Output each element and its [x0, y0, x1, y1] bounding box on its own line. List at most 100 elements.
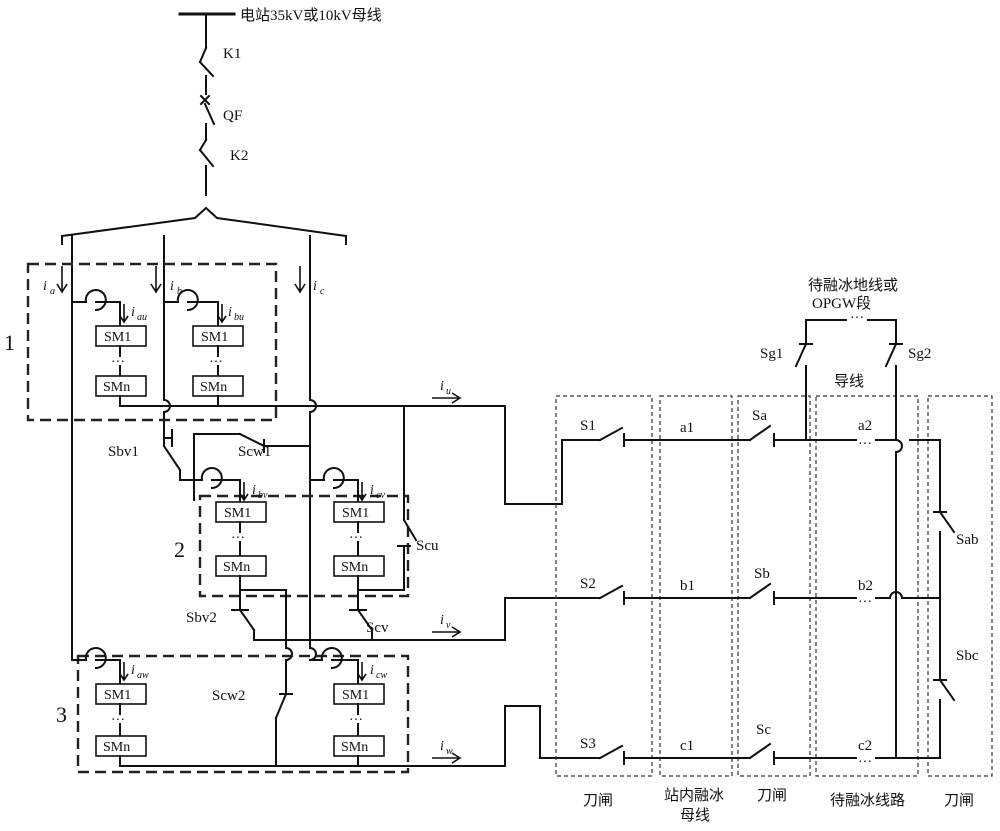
svg-text:cv: cv	[376, 490, 385, 501]
phase-brace	[61, 206, 347, 245]
scw2-switch: Scw2	[212, 589, 293, 767]
arm-aw-inductor	[84, 647, 107, 670]
sbc-blade	[938, 678, 956, 702]
group-1-number: 1	[4, 330, 15, 355]
svg-text:cw: cw	[376, 670, 387, 681]
u-output-bus: i u	[169, 379, 575, 505]
svg-text:bu: bu	[234, 312, 244, 323]
svg-text:SM1: SM1	[224, 506, 251, 521]
svg-text:SMn: SMn	[341, 560, 368, 575]
svg-text:SM1: SM1	[342, 506, 369, 521]
sg2-blade	[884, 342, 898, 368]
s2-label: S2	[580, 576, 596, 592]
svg-text:···: ···	[209, 355, 223, 370]
sb-blade	[748, 582, 772, 600]
scu-switch: Scu	[397, 405, 439, 591]
b1-label: b1	[680, 578, 695, 594]
station-bus-label: 电站35kV或10kV母线	[240, 7, 382, 24]
sbc-label: Sbc	[956, 648, 979, 664]
caption-deice-line: 待融冰线路	[830, 792, 905, 809]
scw1-blade	[238, 432, 266, 448]
caption-knife-switch-mid: 刀闸	[757, 787, 787, 804]
scv-label: Scv	[366, 620, 389, 636]
sg1-label: Sg1	[760, 346, 783, 362]
svg-text:···: ···	[858, 437, 872, 452]
svg-text:i: i	[370, 663, 374, 678]
b2-label: b2	[858, 578, 873, 594]
svg-text:···: ···	[349, 531, 363, 546]
ia-label: i	[43, 279, 47, 294]
svg-text:SM1: SM1	[104, 330, 131, 345]
sa-label: Sa	[752, 408, 767, 424]
arm-cw-inductor	[320, 647, 343, 670]
k1-switch-blade	[198, 60, 215, 78]
ground-wire-label-2: OPGW段	[812, 295, 871, 312]
svg-text:au: au	[137, 312, 147, 323]
svg-text:i: i	[370, 483, 374, 498]
sg2-label: Sg2	[908, 346, 931, 362]
k2-switch-blade	[198, 148, 215, 168]
sc-label: Sc	[756, 722, 771, 738]
sbv2-blade	[238, 608, 256, 632]
knife-switch-zone-right	[927, 395, 993, 777]
svg-text:i: i	[228, 305, 232, 320]
c1-label: c1	[680, 738, 694, 754]
svg-text:···: ···	[111, 355, 125, 370]
sab-blade	[938, 510, 956, 534]
caption-knife-switch-left: 刀闸	[583, 792, 613, 809]
ib-label: i	[170, 279, 174, 294]
ic-label: i	[313, 279, 317, 294]
svg-text:···: ···	[231, 531, 245, 546]
group-3-boundary	[76, 654, 410, 774]
svg-text:···: ···	[858, 755, 872, 770]
svg-text:a: a	[50, 286, 55, 297]
conductor-label: 导线	[834, 373, 864, 390]
phase-current-arrows: i a i b i c	[43, 266, 325, 297]
s3-blade	[598, 744, 624, 760]
arm-bv-inductor	[200, 467, 223, 490]
k2-label: K2	[230, 148, 248, 164]
knife-switch-zone-mid	[737, 395, 811, 777]
svg-text:SMn: SMn	[223, 560, 250, 575]
caption-station-bus-1: 站内融冰	[664, 787, 724, 804]
sa-blade	[748, 424, 772, 442]
sab-label: Sab	[956, 532, 979, 548]
scw2-blade	[274, 692, 288, 720]
converter-group-1: 1 i au SM1 ··· SMn i bu SM1 ··· SMn	[4, 262, 278, 422]
svg-text:···: ···	[858, 595, 872, 610]
feeder: 电站35kV或10kV母线 K1 QF K2	[61, 7, 382, 245]
group-2-lower-switches: Sbv2 Scv i v	[186, 597, 575, 641]
group-2-number: 2	[174, 537, 185, 562]
svg-text:···: ···	[111, 713, 125, 728]
svg-text:SMn: SMn	[103, 380, 130, 395]
deice-line-zone	[815, 395, 919, 777]
svg-text:i: i	[440, 739, 444, 754]
sb-label: Sb	[754, 566, 770, 582]
caption-station-bus-2: 母线	[680, 807, 710, 824]
svg-text:···: ···	[349, 713, 363, 728]
svg-text:i: i	[131, 663, 135, 678]
c2-label: c2	[858, 738, 872, 754]
svg-text:···: ···	[850, 311, 864, 326]
scv-blade	[356, 608, 374, 632]
svg-text:i: i	[131, 305, 135, 320]
qf-label: QF	[223, 108, 242, 124]
a2-label: a2	[858, 418, 872, 434]
svg-text:SMn: SMn	[341, 740, 368, 755]
svg-text:c: c	[320, 286, 325, 297]
scu-blade	[402, 518, 418, 542]
group-1-to-2-switches: Sbv1 Scw1	[108, 429, 311, 501]
svg-text:u: u	[446, 386, 451, 397]
qf-breaker-mark	[199, 94, 211, 106]
svg-text:SM1: SM1	[201, 330, 228, 345]
svg-text:i: i	[440, 613, 444, 628]
svg-text:v: v	[446, 620, 451, 631]
svg-text:w: w	[446, 746, 453, 757]
caption-knife-switch-right: 刀闸	[944, 792, 974, 809]
right-section: S1 a1 Sa a2 ··· S2 b1 Sb b2 ··· S3 c1	[555, 277, 993, 824]
svg-text:SM1: SM1	[342, 688, 369, 703]
converter-group-2: 2 i bv SM1 ··· SMn i cv SM1 ··· SMn	[174, 467, 410, 611]
arm-cv-inductor	[322, 467, 345, 490]
group-1-boundary	[26, 262, 278, 422]
